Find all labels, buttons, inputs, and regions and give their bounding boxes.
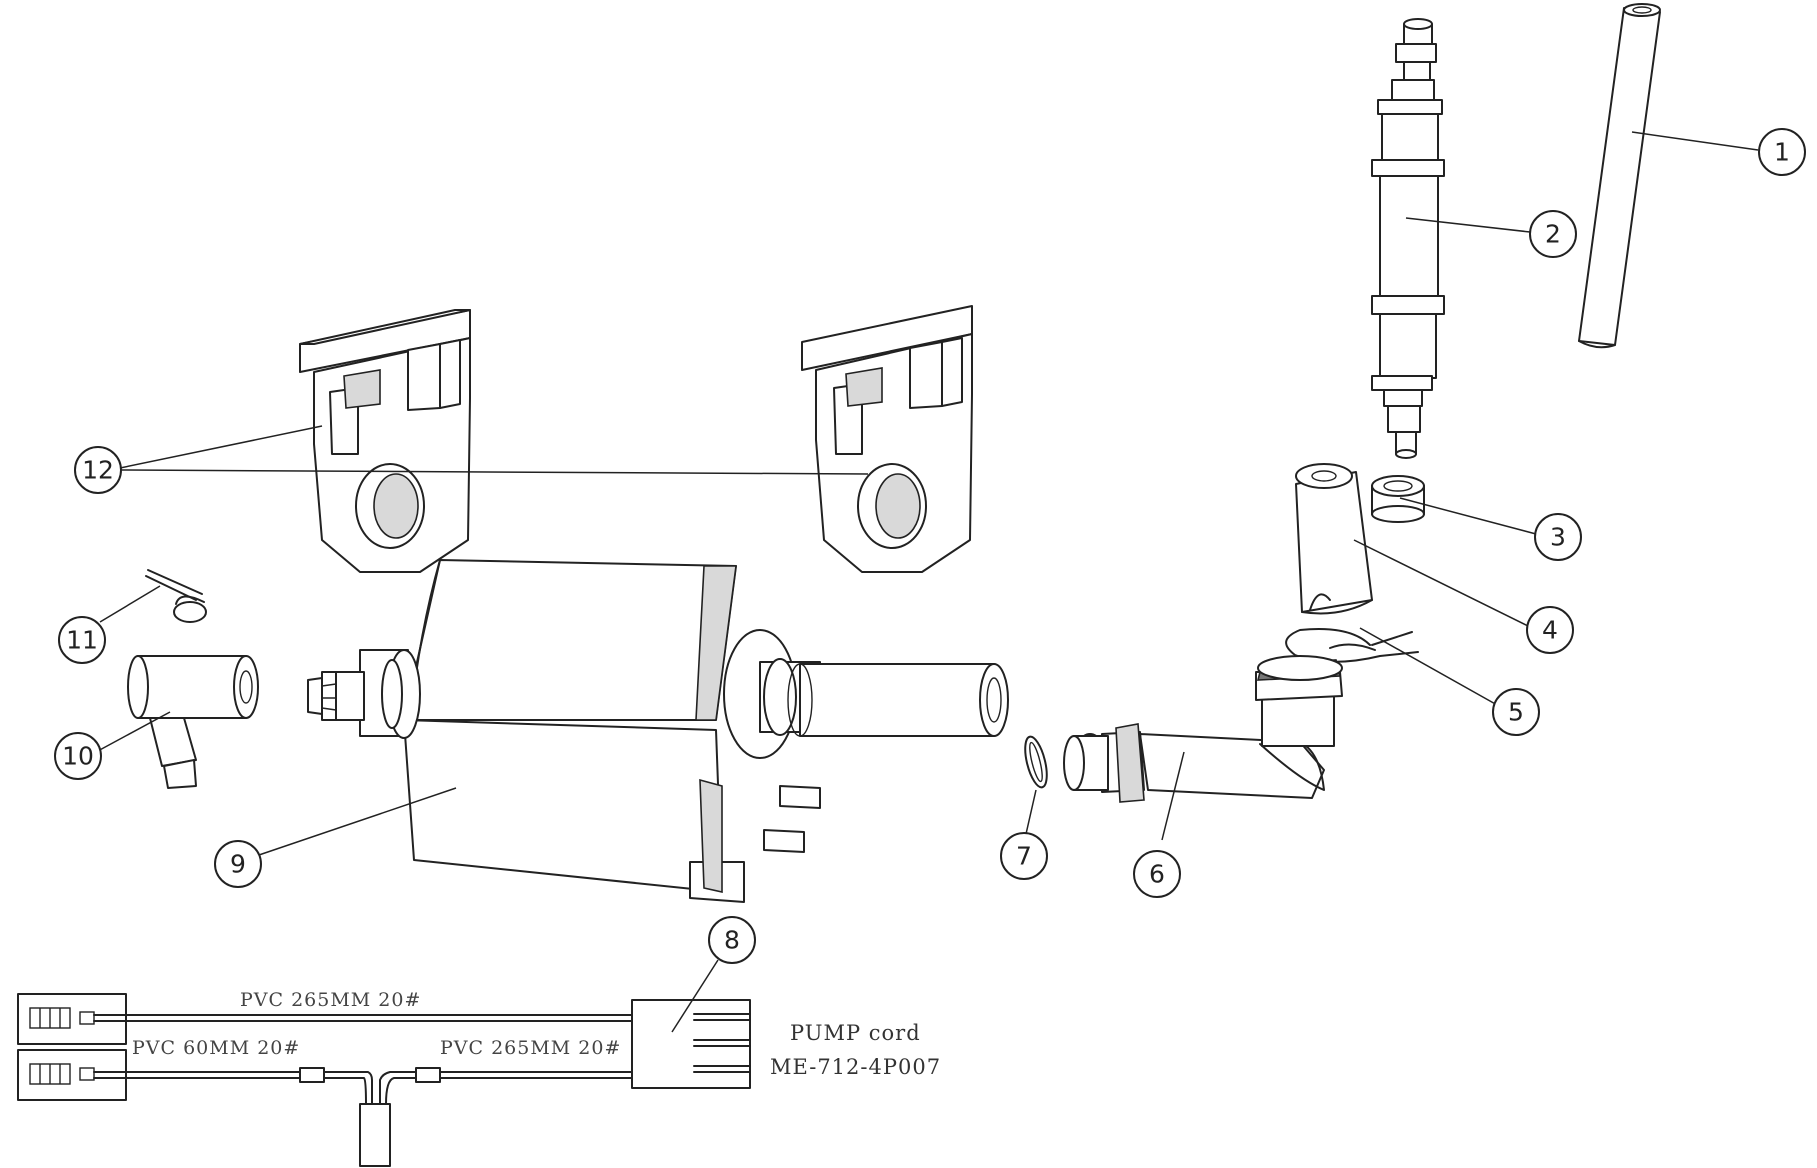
part-elbow-fitting (1063, 655, 1343, 803)
balloon-2-label: 2 (1545, 220, 1561, 249)
balloon-3: 3 (1534, 513, 1582, 561)
part-bracket-right (801, 305, 973, 573)
cord-code: ME-712-4P007 (770, 1055, 941, 1079)
balloon-7-label: 7 (1016, 842, 1032, 871)
balloon-9: 9 (214, 840, 262, 888)
part-tube (1578, 3, 1661, 349)
balloon-12: 12 (74, 446, 122, 494)
part-small-clip (145, 569, 207, 623)
balloon-11: 11 (58, 616, 106, 664)
balloon-7: 7 (1000, 832, 1048, 880)
part-o-ring (1024, 735, 1048, 789)
wire-label-right: PVC 265MM 20# (440, 1037, 621, 1059)
balloon-5-label: 5 (1508, 698, 1524, 727)
balloon-4-label: 4 (1542, 616, 1558, 645)
balloon-4: 4 (1526, 606, 1574, 654)
balloon-8: 8 (708, 916, 756, 964)
part-bracket-left (299, 309, 471, 573)
part-elbow-connector (127, 655, 259, 789)
balloon-10-label: 10 (62, 742, 94, 771)
wire-label-left: PVC 60MM 20# (132, 1037, 300, 1059)
balloon-11-label: 11 (66, 626, 98, 655)
cord-title: PUMP cord (790, 1021, 921, 1045)
leader-lines (95, 131, 1759, 1033)
balloon-12-label: 12 (82, 456, 114, 485)
balloon-9-label: 9 (230, 850, 246, 879)
wire-label-top: PVC 265MM 20# (240, 989, 421, 1011)
part-wiring-harness: PVC 265MM 20# PVC 60MM 20# PVC 265MM 20#… (17, 989, 941, 1167)
part-shaft (1371, 18, 1445, 459)
balloon-1-label: 1 (1774, 138, 1790, 167)
balloon-3-label: 3 (1550, 523, 1566, 552)
balloon-6-label: 6 (1149, 860, 1165, 889)
balloon-10: 10 (54, 732, 102, 780)
part-ring (1371, 475, 1425, 523)
balloon-8-label: 8 (724, 926, 740, 955)
part-pump (307, 559, 1009, 903)
balloon-1: 1 (1758, 128, 1806, 176)
balloon-6: 6 (1133, 850, 1181, 898)
balloon-2: 2 (1529, 210, 1577, 258)
balloon-5: 5 (1492, 688, 1540, 736)
part-clip (1285, 628, 1419, 663)
part-sleeve (1295, 463, 1373, 615)
